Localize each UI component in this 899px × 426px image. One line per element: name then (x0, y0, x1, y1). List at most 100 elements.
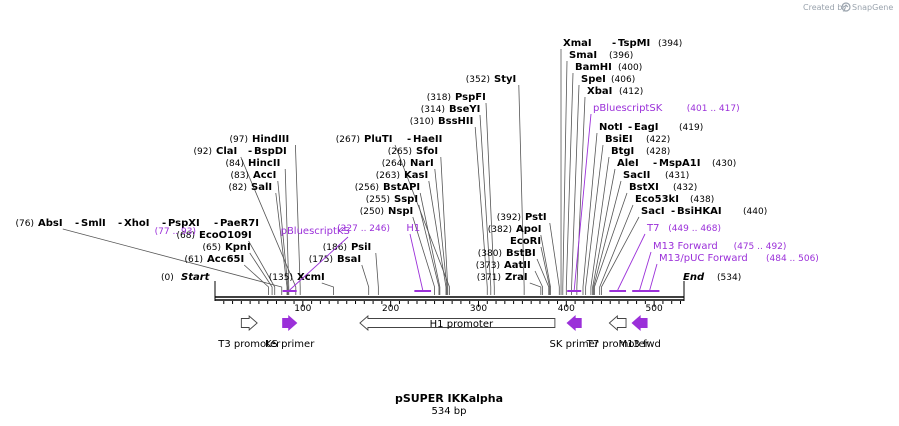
site-position: (82) (229, 183, 247, 193)
map-length: 534 bp (432, 406, 467, 417)
feature-arrow-icon (282, 315, 298, 331)
site-position: (263) (376, 171, 400, 181)
site-name: ApoI (516, 224, 542, 235)
feature-name: M13 fwd (618, 339, 660, 350)
site-leader-alei (592, 168, 616, 295)
site-label-apoi: ApoI(382) (488, 224, 542, 235)
site-label-xmai: XmaI-TspMI(394) (563, 38, 682, 49)
primer-bars (282, 113, 660, 292)
site-leader-psti (549, 222, 560, 295)
ruler-label-400: 400 (558, 304, 575, 314)
credit-brand: SnapGene (852, 3, 893, 12)
primer-leader (617, 233, 646, 291)
site-leader-sspi (418, 204, 440, 295)
primer-label-h1: H1(227 .. 246) (337, 223, 420, 234)
site-position: (97) (230, 135, 248, 145)
site-labels: XmaI-TspMI(394)SmaI(396)BamHI(400)SpeI(4… (16, 38, 768, 283)
site-name: KasI (404, 170, 428, 181)
primer-name: M13 Forward (653, 241, 718, 252)
site-name-extra: PaeR7I (220, 218, 259, 229)
site-label-psti: PstI(392) (497, 212, 547, 223)
site-separator: - (214, 218, 218, 229)
site-label-bamhi: BamHI(400) (575, 62, 642, 73)
site-name: PluTI (364, 134, 392, 145)
site-name: SalI (251, 182, 272, 193)
site-leader-sacii (593, 180, 622, 295)
site-position: (256) (355, 183, 379, 193)
primer-leader (409, 233, 424, 291)
site-separator: - (612, 38, 616, 49)
site-name: ZraI (505, 272, 528, 283)
site-name: PspFI (455, 92, 486, 103)
site-leader-smai (562, 60, 568, 295)
site-label-sacii: SacII (431) (623, 170, 689, 181)
site-name-extra: MspA1I (659, 158, 700, 169)
site-position: (92) (194, 147, 212, 157)
site-name: NotI (599, 122, 623, 133)
site-name: NarI (410, 158, 434, 169)
dna-backbone (214, 281, 685, 301)
site-label-sali: SalI (82) (229, 182, 273, 193)
site-name: HincII (248, 158, 280, 169)
site-position: (135) (269, 273, 293, 283)
site-leader-sali (275, 192, 288, 295)
site-label-sspi: SspI (255) (366, 194, 418, 205)
site-position: (255) (366, 195, 390, 205)
site-name: XbaI (587, 86, 612, 97)
site-label-bsiei: BsiEI(422) (605, 134, 670, 145)
site-name: SacII (623, 170, 650, 181)
site-name: PstI (525, 212, 547, 223)
site-leader-noti (582, 132, 598, 295)
site-name: BssHII (438, 116, 473, 127)
site-position: (314) (421, 105, 445, 115)
feature-arrow-icon (608, 315, 627, 331)
site-position: (250) (360, 207, 384, 217)
site-label-styi: StyI(352) (466, 74, 516, 85)
site-name-extra: XhoI (124, 218, 149, 229)
site-name-extra: SmlI (81, 218, 106, 229)
site-label-bstxi: BstXI(432) (629, 182, 697, 193)
site-leader-sfoi (440, 156, 449, 295)
site-position: (431) (665, 171, 689, 181)
site-leader-acc65i (243, 264, 269, 295)
site-leader-btgi (590, 156, 610, 295)
site-separator: - (671, 206, 675, 217)
site-leader-bamhi (565, 72, 574, 295)
site-name: BsaI (337, 254, 361, 265)
site-name: BseYI (449, 104, 480, 115)
feature-sk-primer: SK primer (550, 315, 600, 350)
site-position: (186) (323, 243, 347, 253)
site-name: EcoRI (510, 236, 541, 247)
feature-t3-promoter: T3 promoter (217, 315, 281, 350)
feature-name: T3 promoter (217, 339, 281, 350)
ruler-label-500: 500 (646, 304, 663, 314)
site-leader-clai (240, 156, 297, 295)
site-label-nari: NarI(264) (382, 158, 434, 169)
site-label-kasi: KasI (263) (376, 170, 428, 181)
site-name: AleI (617, 158, 639, 169)
primer-range: (77 .. 93) (155, 227, 196, 237)
site-name: BstBI (506, 248, 536, 259)
site-label-bsai: BsaI(175) (309, 254, 361, 265)
site-name: ClaI (216, 146, 237, 157)
site-name: SpeI (581, 74, 606, 85)
site-position: (412) (619, 87, 643, 97)
site-label-absi: AbsI-SmlI-XhoI-PspXI-PaeR7I(76) (16, 218, 259, 229)
site-position: (380) (478, 249, 502, 259)
site-leader-acci (277, 180, 289, 295)
site-name: AbsI (38, 218, 63, 229)
site-label-acci: AccI(83) (231, 170, 277, 181)
primer-labels: pBluescriptKS(77 .. 93)H1(227 .. 246)pBl… (155, 103, 819, 264)
site-leader-nari (434, 168, 448, 295)
site-name: SspI (394, 194, 418, 205)
site-label-noti: NotI-EagI(419) (599, 122, 703, 133)
site-label-spei: SpeI(406) (581, 74, 635, 85)
site-label-clai: ClaI-BspDI(92) (194, 146, 287, 157)
site-leader-kpni (249, 252, 273, 295)
site-leader-aatii (534, 270, 543, 295)
site-label-ecori: EcoRI (510, 236, 541, 247)
site-name: Eco53kI (635, 194, 679, 205)
site-leader-ecoo109i (248, 240, 276, 295)
feature-name: H1 promoter (430, 319, 494, 330)
